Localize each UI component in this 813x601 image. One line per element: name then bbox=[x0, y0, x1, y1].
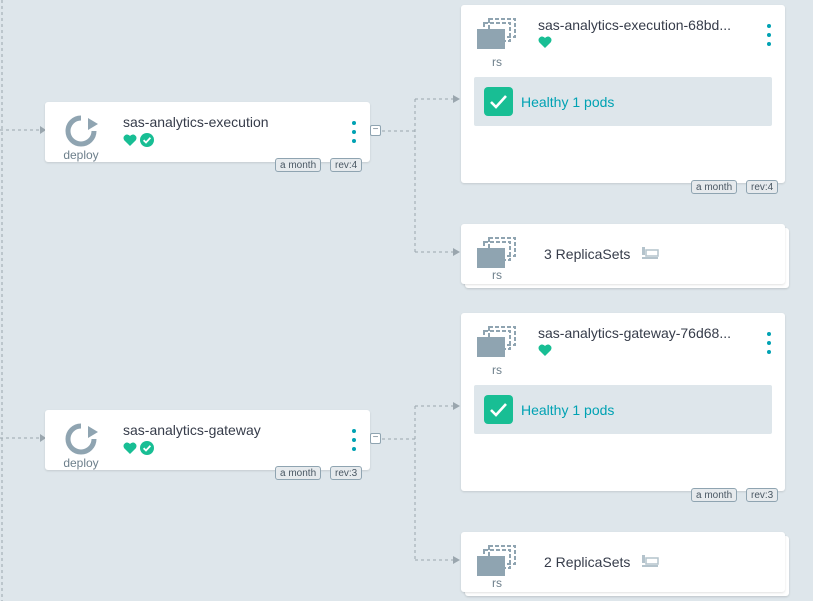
resource-name[interactable]: sas-analytics-gateway-76d68... bbox=[538, 325, 731, 341]
replicaset-node[interactable]: rs sas-analytics-gateway-76d68... Health… bbox=[461, 313, 785, 491]
kind-label: rs bbox=[492, 363, 502, 377]
layers-icon bbox=[477, 237, 516, 268]
status-icons bbox=[538, 36, 552, 49]
pod-status-box[interactable]: Healthy 1 pods bbox=[474, 77, 772, 126]
kebab-menu-button[interactable] bbox=[764, 332, 774, 354]
check-circle-icon bbox=[140, 441, 154, 455]
replicaset-node[interactable]: rs sas-analytics-execution-68bd... Healt… bbox=[461, 5, 785, 183]
age-tag: a month bbox=[691, 180, 738, 194]
collapse-button[interactable]: − bbox=[370, 125, 381, 136]
rs-icon-wrap: rs bbox=[475, 236, 519, 281]
layers-icon bbox=[477, 545, 516, 576]
pod-check-icon bbox=[484, 87, 513, 116]
layers-icon bbox=[477, 18, 516, 49]
revision-tag: rev:3 bbox=[746, 488, 779, 502]
pod-status-box[interactable]: Healthy 1 pods bbox=[474, 385, 772, 434]
deployment-node[interactable]: deploy sas-analytics-gateway bbox=[45, 410, 370, 470]
status-icons bbox=[123, 441, 154, 455]
replicaset-group-node[interactable]: rs 3 ReplicaSets bbox=[461, 224, 785, 284]
deploy-icon-wrap: deploy bbox=[59, 114, 103, 161]
status-icons bbox=[538, 344, 552, 357]
rs-icon-wrap: rs bbox=[475, 544, 519, 589]
pod-health-label: Healthy 1 pods bbox=[521, 94, 615, 110]
rs-icon-wrap: rs bbox=[475, 17, 519, 68]
rs-icon-wrap: rs bbox=[475, 325, 519, 376]
layers-icon bbox=[477, 326, 516, 357]
resource-name[interactable]: sas-analytics-execution bbox=[123, 114, 269, 130]
replicaset-count: 3 ReplicaSets bbox=[544, 246, 631, 262]
age-tag: a month bbox=[691, 488, 738, 502]
kind-label: deploy bbox=[63, 148, 99, 162]
age-tag: a month bbox=[275, 158, 322, 172]
stack-icon bbox=[642, 555, 659, 567]
revision-tag: rev:4 bbox=[330, 158, 363, 172]
kebab-menu-button[interactable] bbox=[764, 24, 774, 46]
kind-label: rs bbox=[492, 268, 502, 282]
replicaset-count: 2 ReplicaSets bbox=[544, 554, 631, 570]
heart-icon bbox=[538, 344, 552, 356]
stack-icon bbox=[642, 247, 659, 259]
revision-tag: rev:4 bbox=[746, 180, 779, 194]
sync-arrow-icon bbox=[65, 423, 98, 455]
sync-arrow-icon bbox=[65, 115, 98, 147]
age-tag: a month bbox=[275, 466, 322, 480]
deployment-node[interactable]: deploy sas-analytics-execution bbox=[45, 102, 370, 162]
deploy-icon-wrap: deploy bbox=[59, 422, 103, 469]
kind-label: deploy bbox=[63, 456, 99, 470]
revision-tag: rev:3 bbox=[330, 466, 363, 480]
heart-icon bbox=[123, 442, 137, 454]
pod-health-label: Healthy 1 pods bbox=[521, 402, 615, 418]
collapse-button[interactable]: − bbox=[370, 433, 381, 444]
pod-check-icon bbox=[484, 395, 513, 424]
replicaset-group-node[interactable]: rs 2 ReplicaSets bbox=[461, 532, 785, 592]
heart-icon bbox=[123, 134, 137, 146]
check-circle-icon bbox=[140, 133, 154, 147]
kind-label: rs bbox=[492, 576, 502, 590]
heart-icon bbox=[538, 36, 552, 48]
kind-label: rs bbox=[492, 55, 502, 69]
kebab-menu-button[interactable] bbox=[349, 429, 359, 451]
kebab-menu-button[interactable] bbox=[349, 121, 359, 143]
resource-name[interactable]: sas-analytics-execution-68bd... bbox=[538, 17, 731, 33]
resource-name[interactable]: sas-analytics-gateway bbox=[123, 422, 261, 438]
status-icons bbox=[123, 133, 154, 147]
